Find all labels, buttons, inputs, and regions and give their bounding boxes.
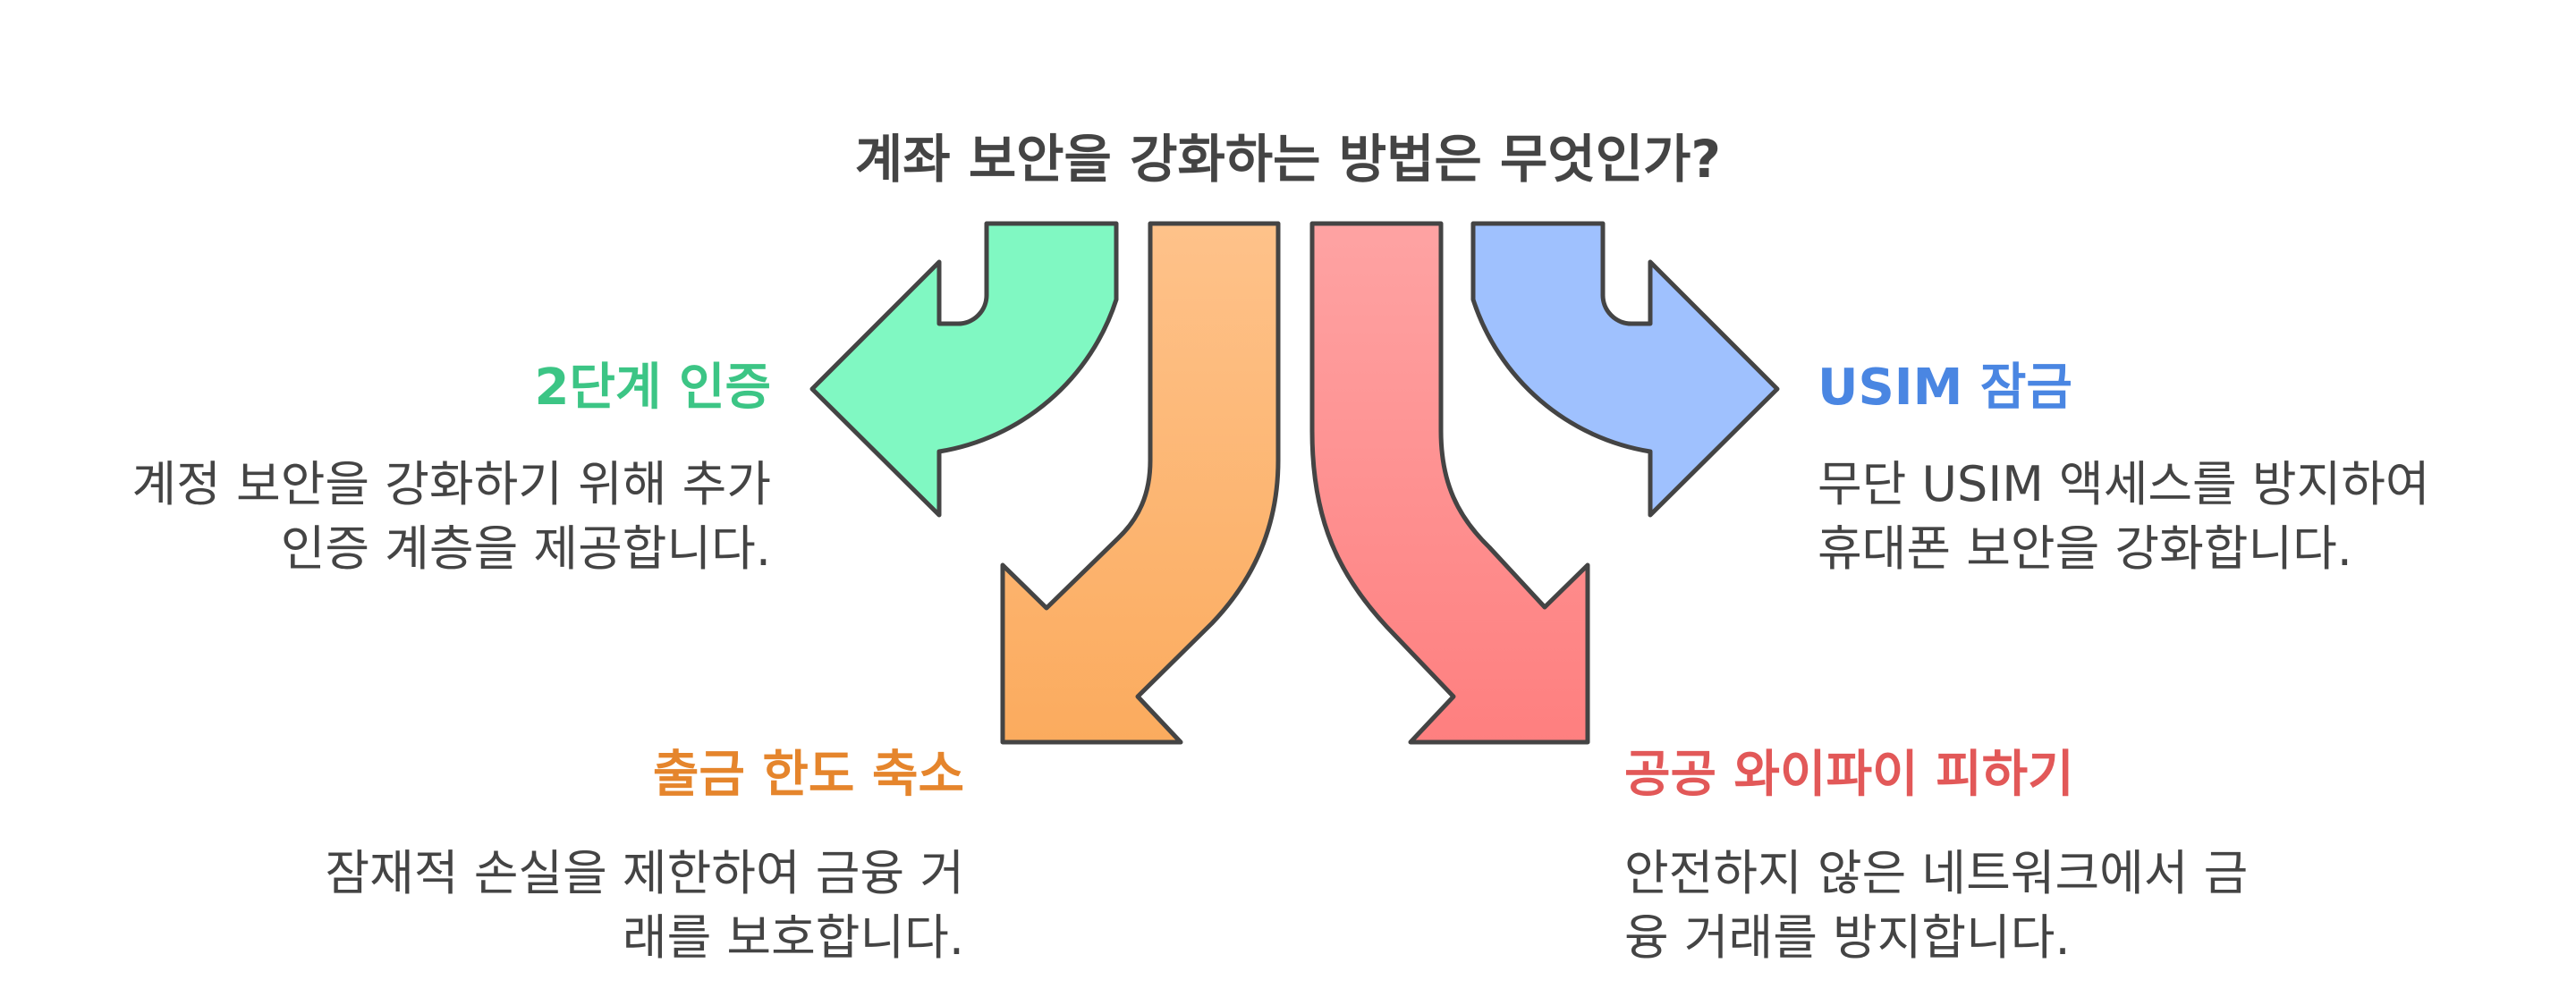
desc-withdrawal-limit-line1: 잠재적 손실을 제한하여 금융 거 — [326, 845, 965, 901]
green-arrow-left — [809, 221, 1119, 518]
heading-usim-lock: USIM 잠금 — [1818, 359, 2072, 417]
orange-arrow-down-left — [1000, 221, 1281, 745]
red-arrow-down-right — [1309, 221, 1590, 745]
diagram-title: 계좌 보안을 강화하는 방법은 무엇인가? — [855, 129, 1721, 190]
heading-withdrawal-limit: 출금 한도 축소 — [653, 746, 964, 804]
desc-usim-lock-line2: 휴대폰 보안을 강화합니다. — [1818, 520, 2352, 577]
desc-avoid-public-wifi-line1: 안전하지 않은 네트워크에서 금 — [1624, 845, 2248, 901]
desc-withdrawal-limit-line2: 래를 보호합니다. — [623, 909, 964, 966]
heading-two-factor-auth: 2단계 인증 — [534, 359, 771, 417]
desc-two-factor-auth-line1: 계정 보안을 강화하기 위해 추가 — [132, 456, 772, 512]
desc-usim-lock-line1: 무단 USIM 액세스를 방지하여 — [1818, 456, 2430, 512]
desc-avoid-public-wifi-line2: 융 거래를 방지합니다. — [1624, 909, 2071, 966]
desc-two-factor-auth-line2: 인증 계층을 제공합니다. — [281, 520, 771, 577]
heading-avoid-public-wifi: 공공 와이파이 피하기 — [1624, 746, 2074, 804]
blue-arrow-right — [1470, 221, 1780, 518]
